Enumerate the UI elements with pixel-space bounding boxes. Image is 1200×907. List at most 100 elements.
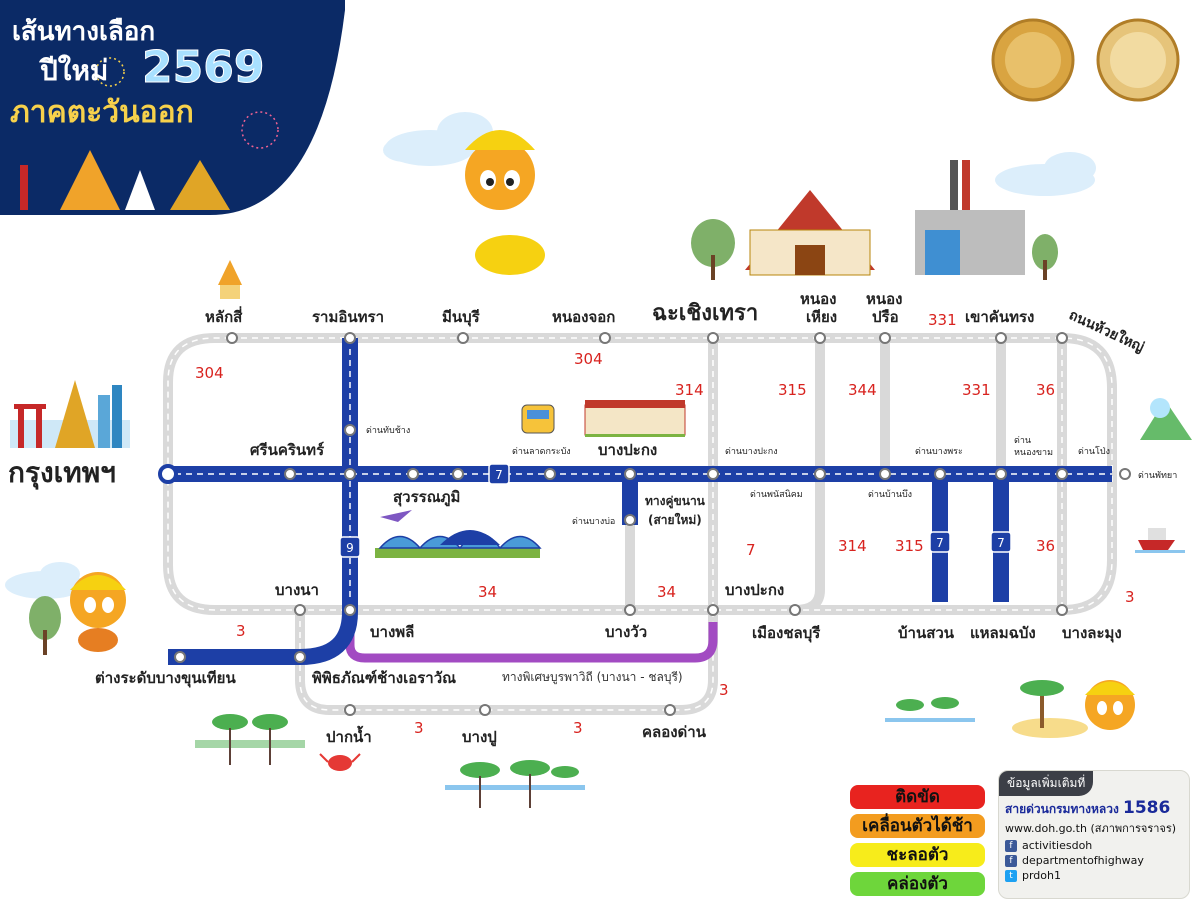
route-3: 3: [719, 681, 729, 699]
route-36: 36: [1036, 537, 1055, 555]
node-bangwua: [624, 604, 636, 616]
toll-pong: ด่านโป่ง: [1078, 446, 1110, 457]
node-pattaya: [1119, 468, 1131, 480]
cloud-icon: [995, 152, 1096, 196]
info-panel: ข้อมูลเพิ่มเติมที่ สายด่วนกรมทางหลวง 158…: [998, 770, 1190, 899]
label-bangna: บางนา: [275, 581, 319, 599]
banner-line1: เส้นทางเลือก: [12, 17, 155, 47]
banner-region: ภาคตะวันออก: [10, 95, 194, 130]
node-laksi: [226, 332, 238, 344]
route-315: 315: [895, 537, 924, 555]
traffic-legend: ติดขัด เคลื่อนตัวได้ช้า ชะลอตัว คล่องตัว: [850, 785, 985, 901]
elephant-mascot-icon: [70, 572, 126, 652]
label-khlongdan: คลองด่าน: [642, 723, 707, 741]
node-chachoengsao: [707, 332, 719, 344]
node-banbueng: [879, 468, 891, 480]
train-icon: [521, 404, 555, 434]
svg-text:7: 7: [936, 536, 944, 550]
toll-nongkham-2: หนองขาม: [1014, 448, 1053, 458]
beach-island-icon: [1012, 680, 1088, 738]
node-bangphra: [934, 468, 946, 480]
label-bangkhunthian: ต่างระดับบางขุนเทียน: [95, 669, 236, 688]
banner-year: 2569: [142, 42, 264, 93]
node-muangchonburi: [789, 604, 801, 616]
motorway-centerline: [175, 338, 1112, 600]
origin-label: กรุงเทพฯ: [8, 456, 116, 490]
emblem-icon: [1096, 18, 1180, 102]
toll-phanatnikhom: ด่านพนัสนิคม: [750, 489, 803, 500]
label-banglamung: บางละมุง: [1062, 624, 1122, 643]
label-srinakarin: ศรีนครินทร์: [250, 441, 325, 459]
label-nongchok: หนองจอก: [552, 308, 615, 326]
node-nongchok: [599, 332, 611, 344]
route-7: 7: [746, 541, 756, 559]
node-bangkhunthian2: [294, 651, 306, 663]
route-3: 3: [236, 622, 246, 640]
elephant-mascot-icon: [465, 130, 545, 275]
motorway-shield-icon: 9: [339, 536, 361, 558]
node-thapchang: [344, 424, 356, 436]
route-304: 304: [195, 364, 224, 382]
label-minburi: มีนบุรี: [442, 308, 481, 327]
node-srinakarin: [284, 468, 296, 480]
route-315: 315: [778, 381, 807, 399]
node-bangbo: [624, 514, 636, 526]
node-pong: [1056, 468, 1068, 480]
mangrove-icon: [195, 714, 305, 765]
factory-icon: [915, 160, 1025, 275]
node-khaokhanthong: [995, 332, 1007, 344]
burapha-withi-expressway: [345, 612, 718, 663]
junction-nodes: [174, 332, 1131, 716]
label-thangkhu-1: ทางคู่ขนาน: [645, 494, 706, 509]
special-road-label: ทางพิเศษบูรพาวิถี (บางนา - ชลบุรี): [502, 670, 683, 685]
title-banner: เส้นทางเลือก ปีใหม่ 2569 ภาคตะวันออก: [0, 0, 345, 215]
label-paknam: ปากน้ำ: [326, 725, 372, 746]
tree-icon: [1032, 234, 1058, 280]
route-331: 331: [928, 311, 957, 329]
node-ramindra: [344, 332, 356, 344]
node-bangkhunthian: [174, 651, 186, 663]
tree-icon: [691, 219, 735, 280]
node-nongkham: [995, 468, 1007, 480]
mangrove-icon: [445, 760, 585, 808]
node-mid1: [544, 468, 556, 480]
label-huaiyai: ถนนห้วยใหญ่: [1066, 305, 1147, 356]
legend-clear: คล่องตัว: [850, 872, 985, 896]
label-laemchabang: แหลมฉบัง: [970, 624, 1036, 642]
mountain-icon: [1140, 398, 1192, 440]
website-link[interactable]: www.doh.go.th (สภาพการจราจร): [1005, 822, 1177, 835]
svg-text:9: 9: [346, 541, 354, 555]
node-bangpu: [479, 704, 491, 716]
ship-icon: [1135, 528, 1185, 553]
mangrove-icon: [885, 697, 975, 722]
node-huaiyai: [1056, 332, 1068, 344]
node-bangpakong: [624, 468, 636, 480]
label-laksi: หลักสี่: [205, 306, 243, 326]
node-ramindra-mid: [344, 468, 356, 480]
node-bangpakong-low: [707, 604, 719, 616]
node-suvarnabhumi: [407, 468, 419, 480]
node-erawan: [344, 704, 356, 716]
toll-thapchang: ด่านทับช้าง: [366, 425, 410, 436]
route-36: 36: [1036, 381, 1055, 399]
twitter-icon: t: [1005, 869, 1017, 882]
motorway-shield-icon: 7: [990, 531, 1012, 553]
legend-jam: ติดขัด: [850, 785, 985, 809]
label-erawan: พิพิธภัณฑ์ช้างเอราวัณ: [312, 669, 456, 687]
route-3: 3: [573, 719, 583, 737]
route-344: 344: [848, 381, 877, 399]
node-ladkrabang: [452, 468, 464, 480]
svg-text:7: 7: [495, 468, 503, 482]
airport-icon: [375, 510, 542, 558]
label-thangkhu-2: (สายใหม่): [648, 512, 702, 527]
crab-icon: [319, 753, 361, 771]
toll-bangbo: ด่านบางบ่อ: [572, 517, 615, 527]
node-banglamung: [1056, 604, 1068, 616]
node-phanat: [814, 468, 826, 480]
info-header: ข้อมูลเพิ่มเติมที่: [999, 771, 1094, 796]
route-314: 314: [675, 381, 704, 399]
node-bangna2: [344, 604, 356, 616]
